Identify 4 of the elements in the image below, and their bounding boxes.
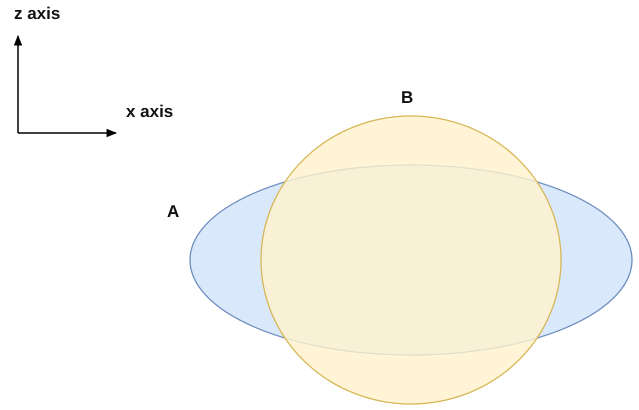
shape-label: A bbox=[167, 202, 180, 222]
shape-label: B bbox=[401, 88, 414, 108]
axis-label: z axis bbox=[14, 4, 60, 24]
axis-label: x axis bbox=[126, 102, 174, 122]
